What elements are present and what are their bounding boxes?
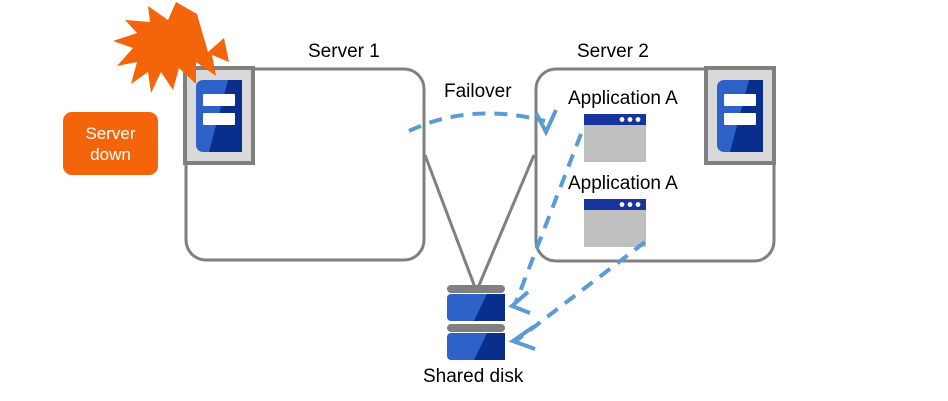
server2-title: Server 2 (577, 41, 649, 62)
server1-to-disk-line (423, 154, 478, 291)
application-a-label-2: Application A (568, 173, 678, 194)
server1-node-icon (183, 66, 255, 165)
app1-to-disk-arrow (508, 133, 583, 315)
server2-to-disk-line (475, 154, 536, 291)
failure-burst-icon (113, 2, 229, 93)
application-window-icon-1 (584, 114, 646, 162)
app2-to-disk-arrow (508, 240, 647, 351)
failover-label: Failover (444, 81, 512, 102)
failover-arrow (408, 109, 558, 137)
server-down-line2: down (90, 144, 131, 164)
shared-disk-icon (447, 285, 505, 360)
server1-title: Server 1 (308, 41, 380, 62)
server-down-line1: Server (85, 123, 136, 143)
application-a-label-1: Application A (568, 88, 678, 109)
shared-disk-label: Shared disk (423, 366, 524, 387)
server2-node-icon (704, 66, 776, 165)
application-window-icon-2 (584, 199, 646, 247)
server-down-callout: Server down (63, 112, 158, 175)
